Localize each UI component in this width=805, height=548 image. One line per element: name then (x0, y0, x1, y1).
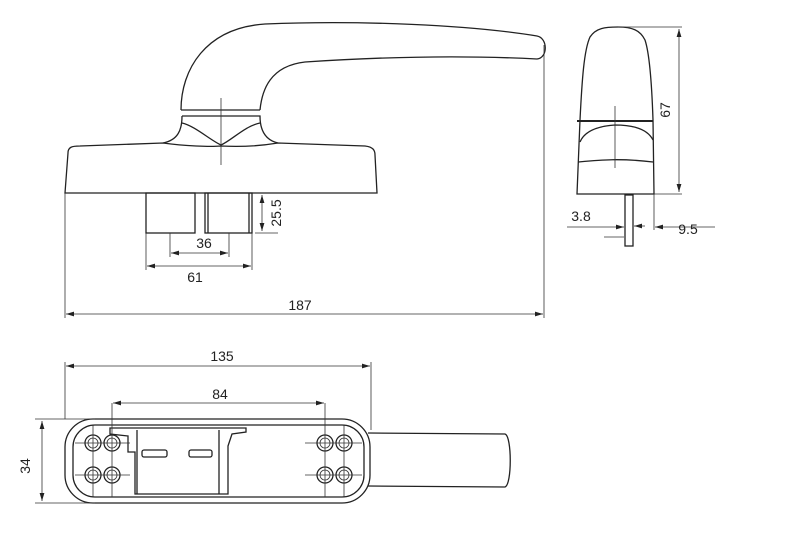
mounting-bracket (109, 427, 247, 495)
dim-label-135: 135 (210, 348, 234, 364)
dim-label-36: 36 (196, 235, 212, 251)
dim-label-67: 67 (657, 102, 673, 118)
slot-right (188, 449, 213, 458)
spindle-block-left (145, 192, 196, 234)
screw-holes (75, 403, 362, 497)
slot-left (141, 449, 168, 458)
lever-bottom (367, 432, 511, 488)
dim-label-25-5: 25.5 (268, 199, 284, 226)
side-view: 67 3.8 9.5 (567, 26, 715, 247)
handle-neck (162, 115, 279, 146)
base-outline (64, 418, 371, 504)
side-grip-detail (577, 124, 654, 163)
dim-label-3-8: 3.8 (571, 208, 591, 224)
spindle-pin (624, 194, 634, 247)
dim-label-61: 61 (187, 269, 203, 285)
bottom-view: 135 84 34 (17, 348, 511, 504)
spindle-block-right (204, 192, 253, 234)
side-outline (576, 26, 655, 195)
dim-label-34: 34 (17, 458, 33, 474)
handle-lever-outline (180, 21, 546, 111)
dim-label-9-5: 9.5 (678, 221, 698, 237)
front-view: 25.5 36 61 187 (64, 21, 546, 318)
dim-label-84: 84 (212, 386, 228, 402)
base-inner-outline (72, 424, 365, 498)
dim-label-187: 187 (288, 297, 312, 313)
